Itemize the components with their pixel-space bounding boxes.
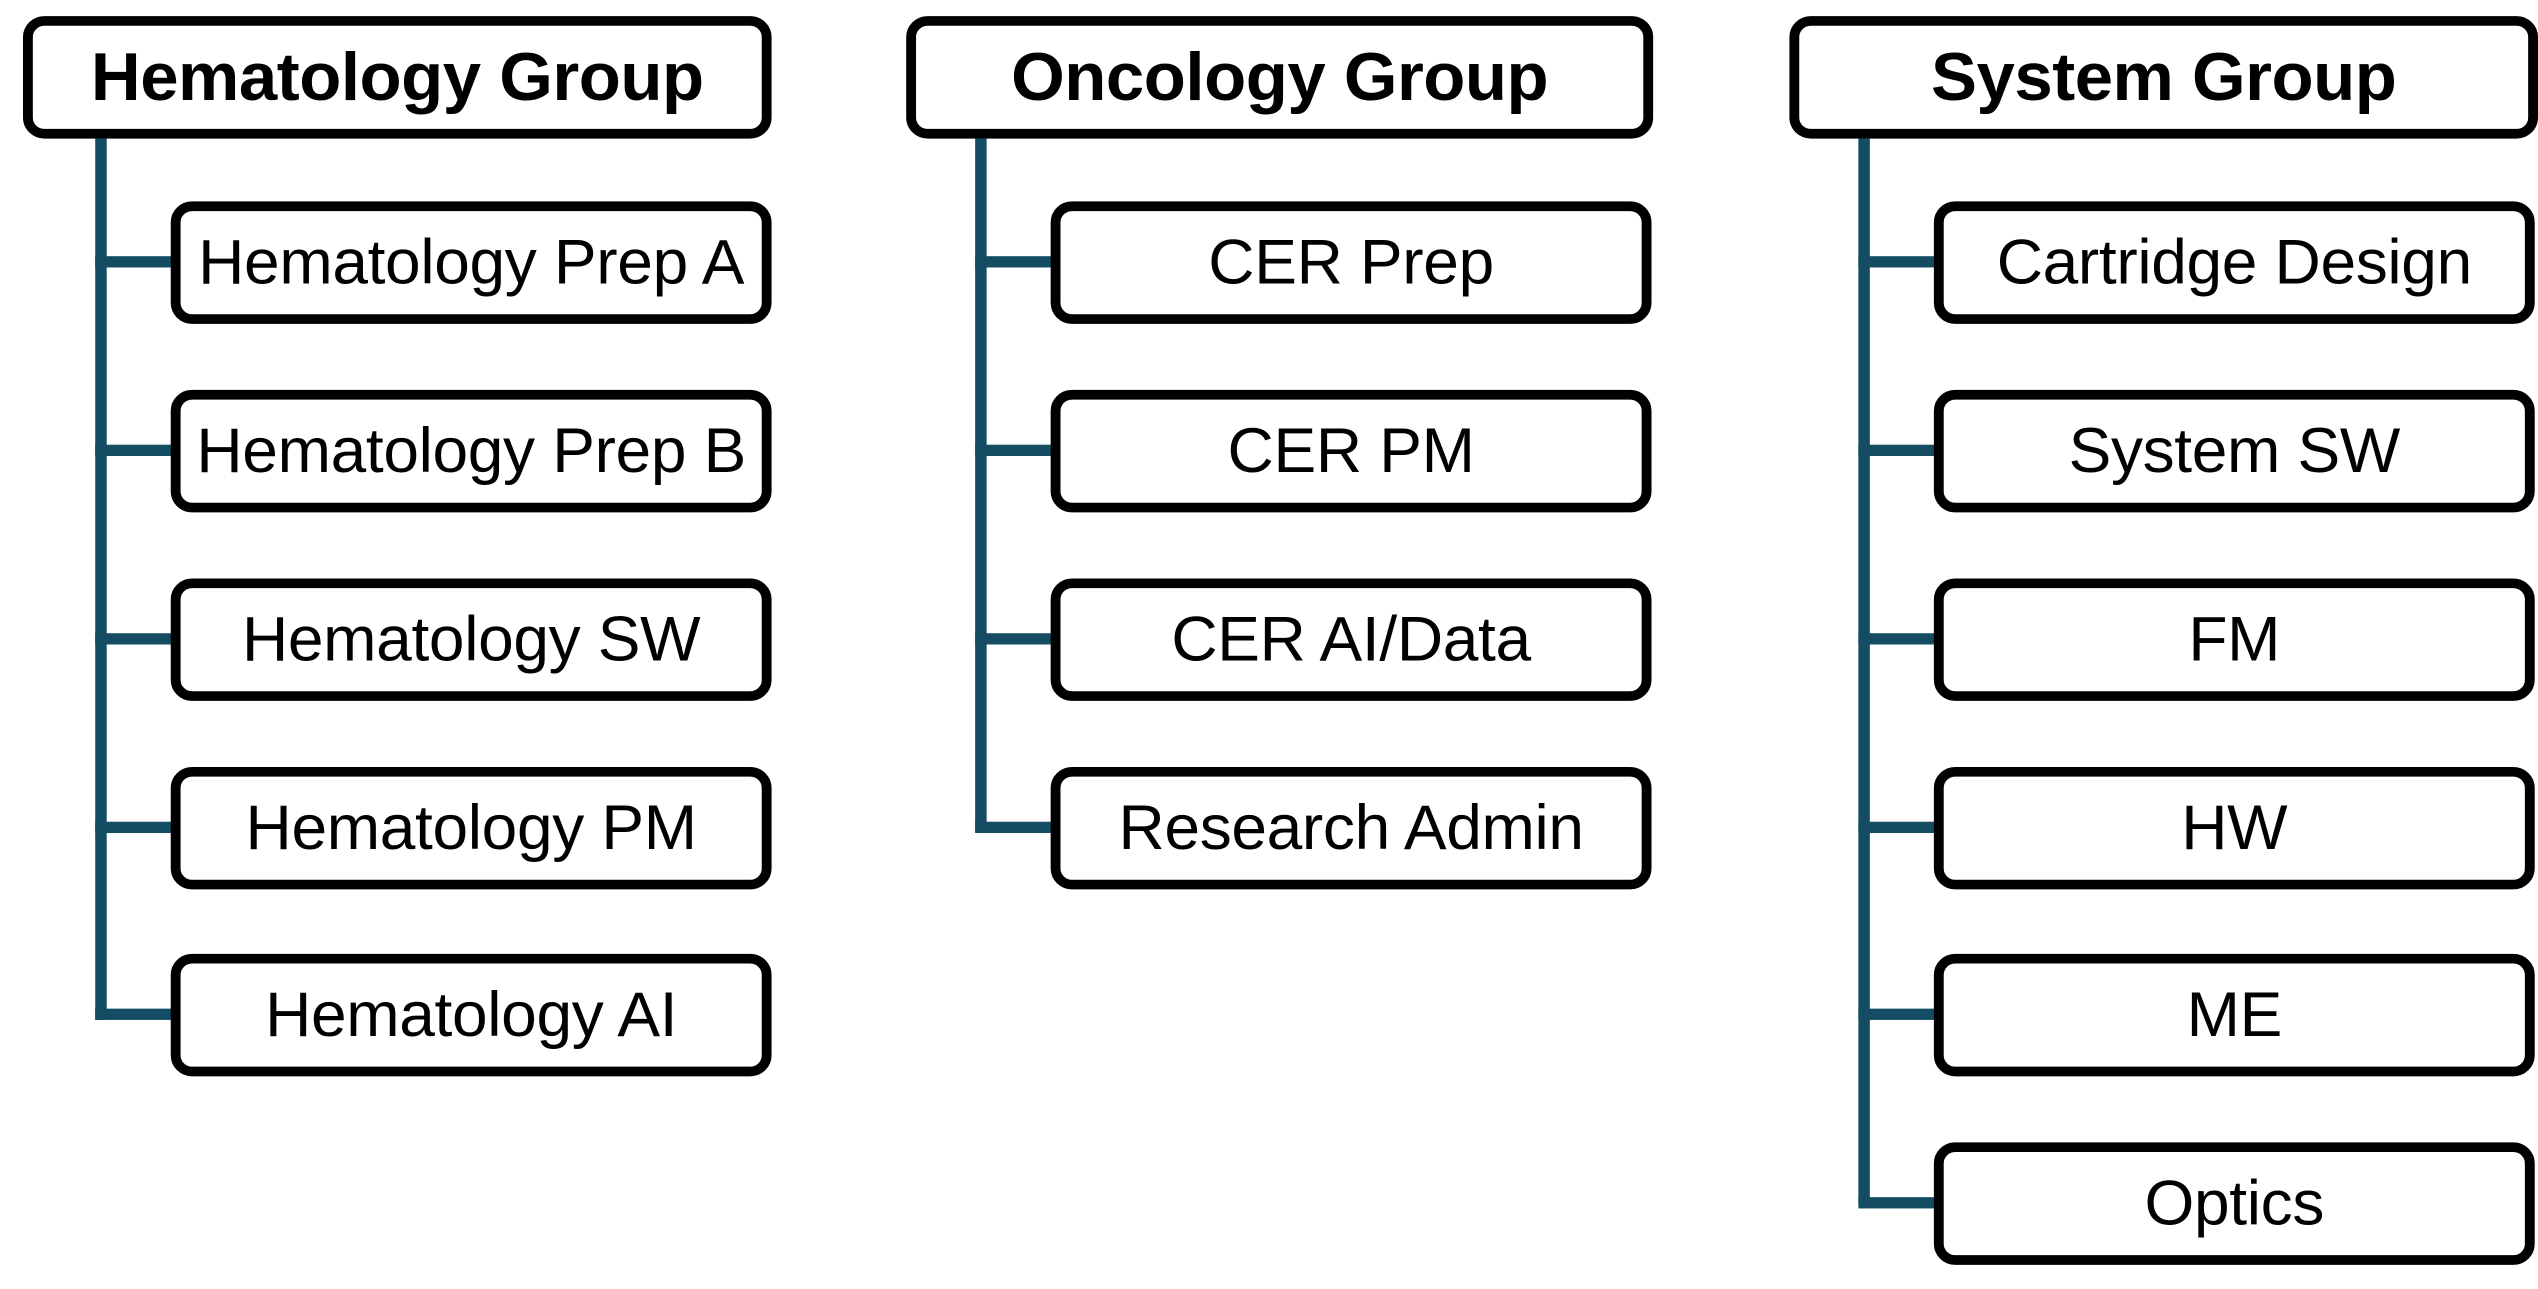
connector-trunk-system: [1858, 138, 1870, 1204]
column-oncology: Oncology Group CER Prep CER PM CER AI/Da…: [906, 16, 1654, 890]
connector-stub-system-3: [1858, 821, 1939, 834]
node-label: System SW: [2068, 416, 2401, 486]
connector-stub-oncology-1: [975, 444, 1056, 456]
node-cer-prep[interactable]: CER Prep: [1050, 201, 1652, 324]
node-label: CER PM: [1227, 416, 1475, 486]
node-label: CER AI/Data: [1171, 605, 1531, 675]
node-cer-ai-data[interactable]: CER AI/Data: [1050, 578, 1652, 701]
node-hematology-sw[interactable]: Hematology SW: [170, 578, 772, 701]
column-hematology: Hematology Group Hematology Prep A Hemat…: [22, 16, 772, 1077]
node-label: FM: [2188, 605, 2281, 675]
connector-stub-system-2: [1858, 633, 1939, 645]
node-label: Cartridge Design: [1996, 227, 2472, 298]
connector-stub-system-5: [1858, 1197, 1939, 1209]
connector-stub-hematology-2: [95, 633, 176, 645]
node-hematology-prep-b[interactable]: Hematology Prep B: [170, 389, 772, 513]
node-label: HW: [2181, 793, 2288, 863]
node-hematology-prep-a[interactable]: Hematology Prep A: [170, 201, 772, 324]
group-header-oncology[interactable]: Oncology Group: [906, 16, 1654, 139]
node-label: Hematology PM: [245, 793, 698, 863]
group-header-system[interactable]: System Group: [1789, 16, 2538, 139]
group-header-label: System Group: [1931, 38, 2397, 115]
node-hematology-ai[interactable]: Hematology AI: [170, 953, 772, 1077]
node-me[interactable]: ME: [1933, 953, 2535, 1077]
node-optics[interactable]: Optics: [1933, 1142, 2535, 1265]
node-fm[interactable]: FM: [1933, 578, 2535, 701]
node-hw[interactable]: HW: [1933, 766, 2535, 890]
node-label: ME: [2186, 980, 2283, 1050]
node-cartridge-design[interactable]: Cartridge Design: [1933, 201, 2535, 324]
node-label: Hematology SW: [241, 605, 701, 675]
node-label: Optics: [2144, 1168, 2325, 1239]
node-system-sw[interactable]: System SW: [1933, 389, 2535, 513]
group-header-label: Oncology Group: [1011, 38, 1549, 115]
node-label: Hematology Prep B: [196, 416, 746, 486]
connector-stub-oncology-3: [975, 821, 1056, 834]
group-header-label: Hematology Group: [90, 38, 704, 115]
connector-stub-system-1: [1858, 444, 1939, 456]
connector-trunk-oncology: [975, 138, 987, 832]
connector-stub-hematology-3: [95, 821, 176, 834]
node-cer-pm[interactable]: CER PM: [1050, 389, 1652, 513]
node-label: Research Admin: [1118, 793, 1584, 863]
node-hematology-pm[interactable]: Hematology PM: [170, 766, 772, 890]
node-label: CER Prep: [1208, 227, 1494, 298]
connector-stub-oncology-2: [975, 633, 1056, 645]
connector-stub-hematology-4: [95, 1008, 176, 1020]
connector-stub-system-4: [1858, 1008, 1939, 1020]
connector-stub-hematology-1: [95, 444, 176, 456]
connector-stub-system-0: [1858, 256, 1939, 268]
connector-stub-oncology-0: [975, 256, 1056, 268]
node-research-admin[interactable]: Research Admin: [1050, 766, 1652, 890]
connector-stub-hematology-0: [95, 256, 176, 268]
connector-trunk-hematology: [95, 138, 107, 1020]
group-header-hematology[interactable]: Hematology Group: [22, 16, 772, 139]
node-label: Hematology Prep A: [198, 227, 745, 298]
node-label: Hematology AI: [265, 980, 678, 1050]
